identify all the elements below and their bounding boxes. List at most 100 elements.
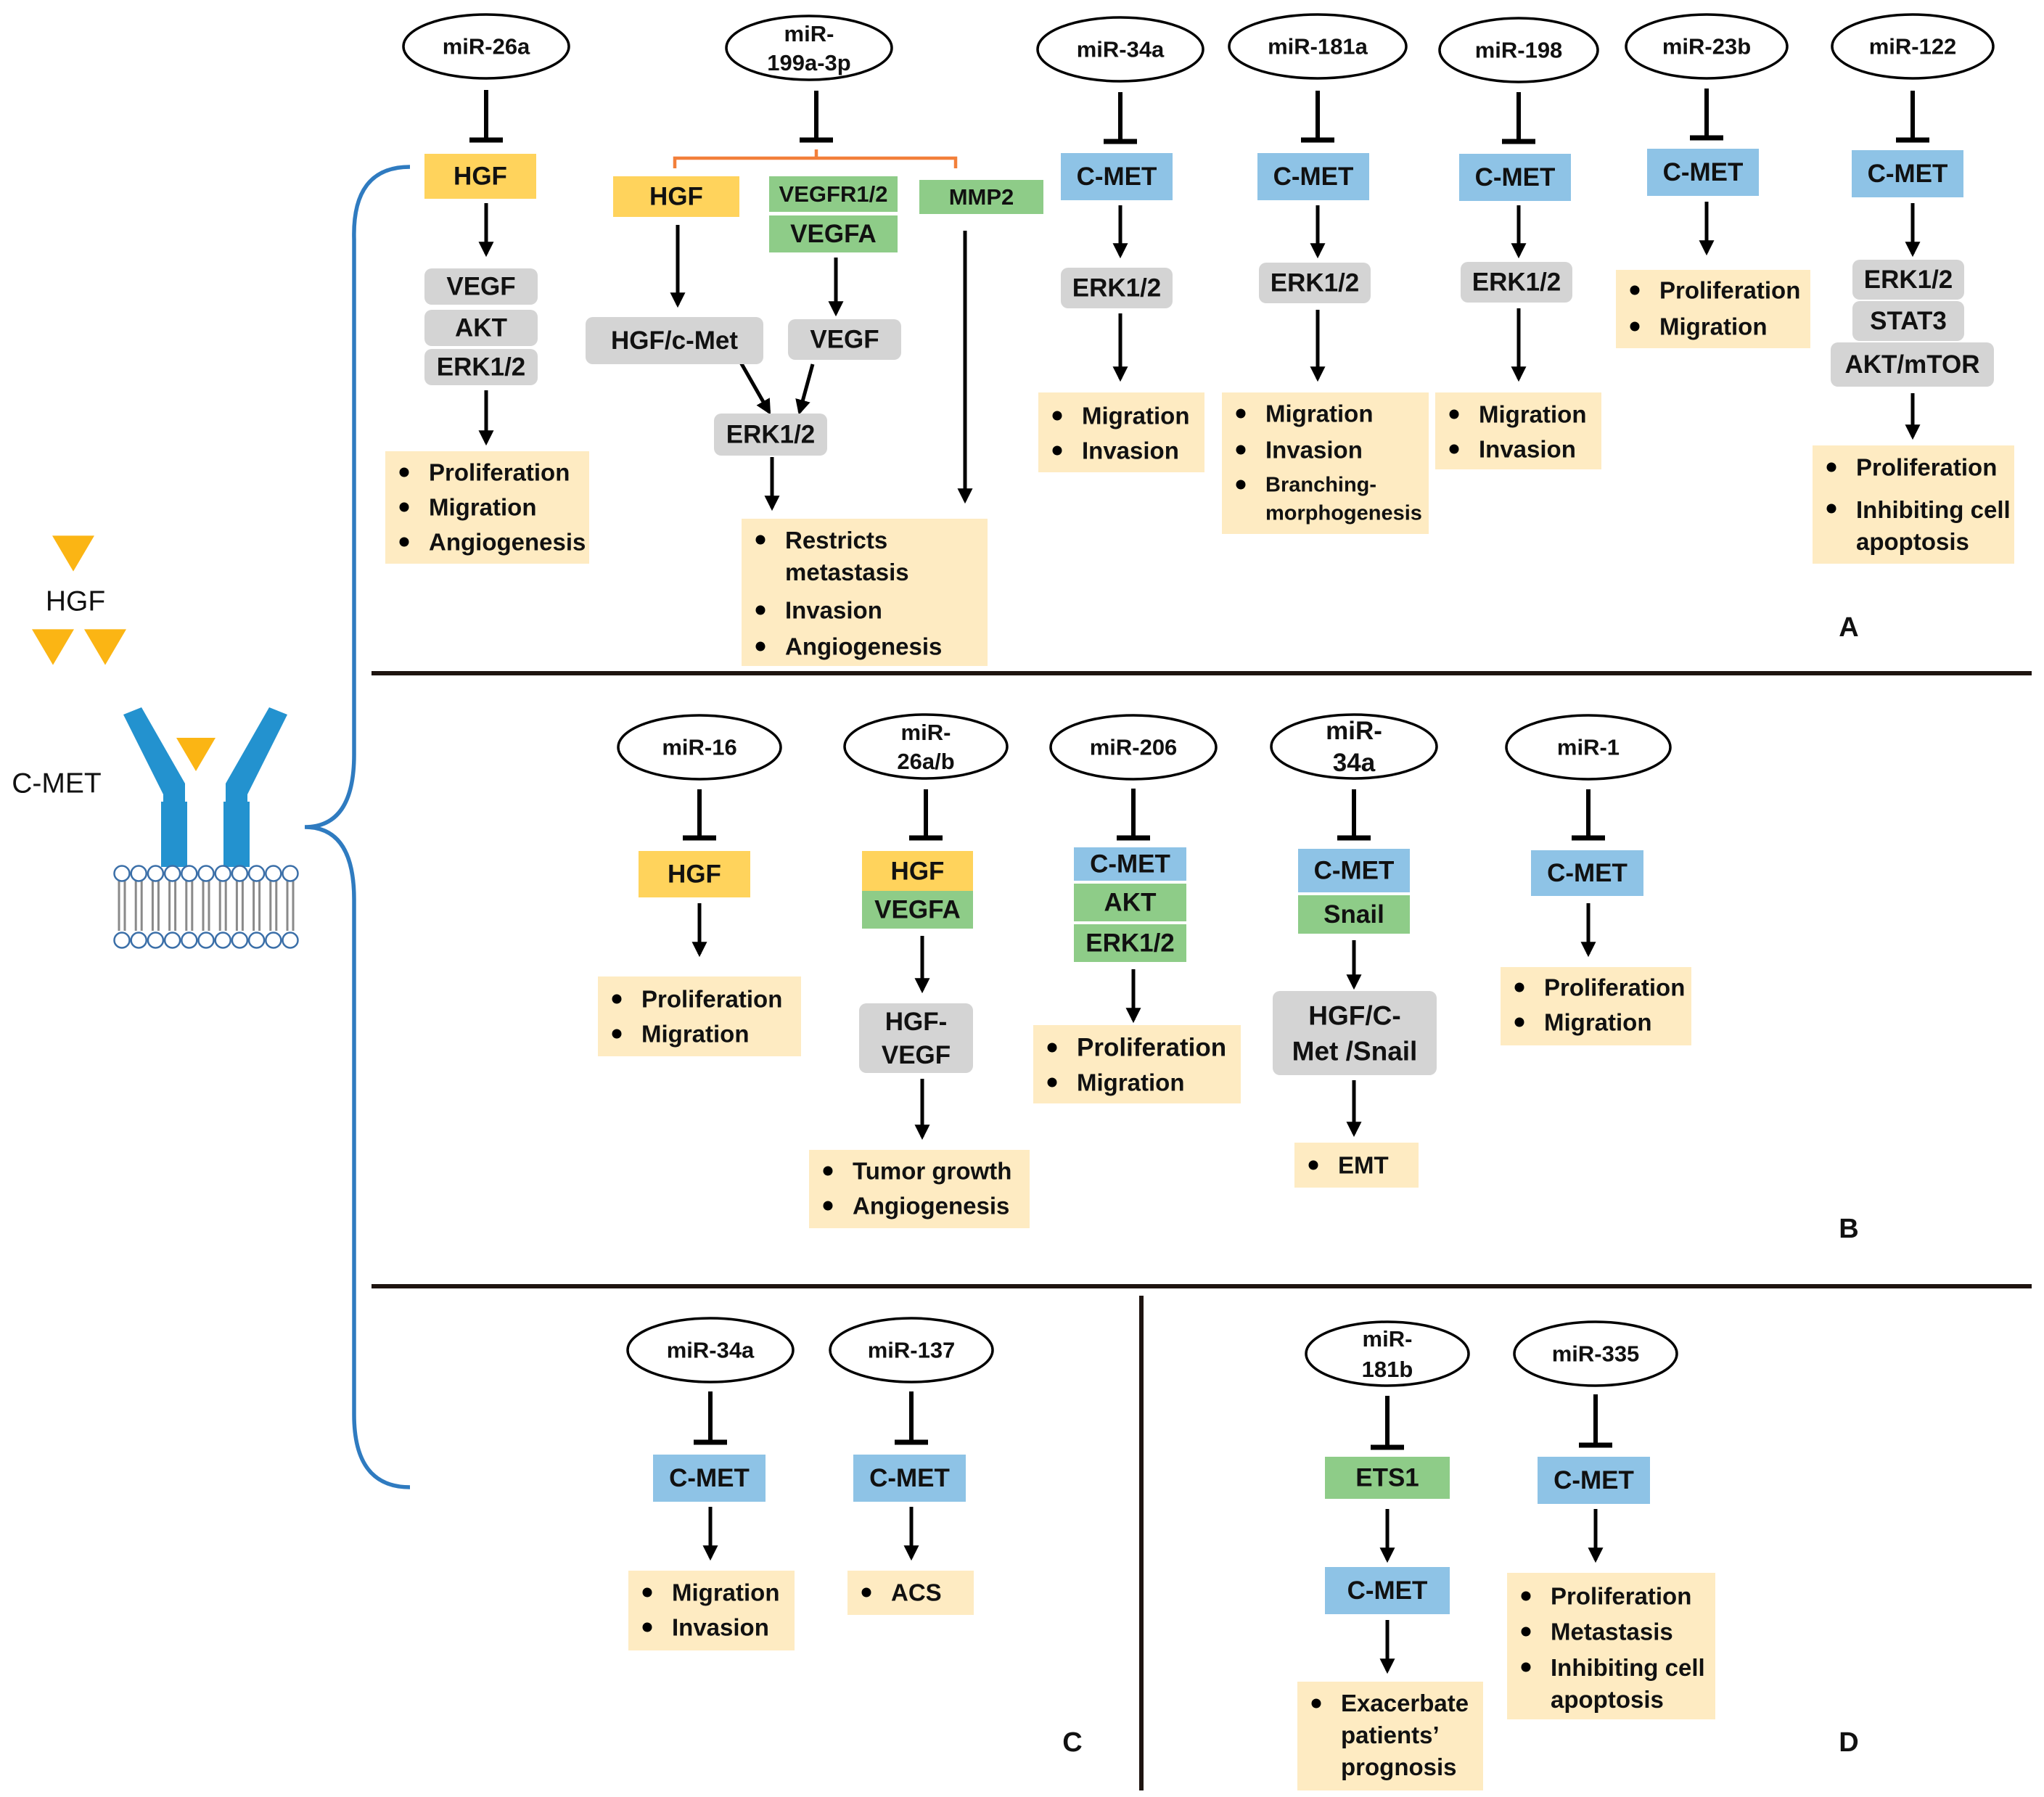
mirna-label: miR-206: [1090, 735, 1178, 760]
mmp2-label: MMP2: [949, 184, 1014, 210]
bullet-icon: [823, 1166, 833, 1176]
hgf-label: HGF: [453, 163, 507, 191]
mediator-box: [1852, 260, 1964, 300]
outcome-label: Migration: [1659, 313, 1767, 340]
outcome-label: Migration: [1082, 403, 1189, 429]
mediator-box: [424, 268, 538, 305]
outcome-box: [1616, 270, 1810, 348]
vegfa-label: VEGFA: [790, 220, 877, 248]
outcome-label: Invasion: [1265, 437, 1363, 464]
c-met-label: C-MET: [1273, 163, 1354, 191]
akt-label: AKT: [455, 314, 507, 342]
outcome-label: ACS: [891, 1579, 942, 1606]
outcome-label: Angiogenesis: [429, 529, 586, 556]
bullet-icon: [642, 1587, 652, 1597]
bullet-icon: [1521, 1662, 1531, 1672]
target-box: [424, 154, 536, 199]
vegf-label: VEGF: [810, 326, 879, 354]
mirna-label: miR-34a: [1326, 717, 1382, 777]
ets1-label: ETS1: [1355, 1464, 1419, 1492]
outcome-label: Migration: [429, 494, 536, 521]
bullet-icon: [1047, 1077, 1057, 1087]
bullet-icon: [1052, 411, 1062, 421]
bullet-icon: [1521, 1591, 1531, 1601]
akt-label: AKT: [1104, 889, 1157, 917]
outcome-box: [1435, 392, 1601, 469]
bullet-icon: [755, 605, 766, 615]
outcome-box: [1297, 1682, 1483, 1790]
c-met-label: C-MET: [1663, 158, 1744, 186]
outcome-label: Migration: [672, 1579, 779, 1606]
mirna-label: miR-34a: [667, 1338, 755, 1363]
bullet-icon: [1449, 444, 1459, 454]
outcome-label: Migration: [1479, 401, 1586, 428]
target-box: [862, 891, 973, 929]
outcome-label: Angiogenesis: [853, 1193, 1009, 1220]
bullet-icon: [1521, 1627, 1531, 1637]
mirna-oval: [1305, 1320, 1470, 1387]
mirna-oval: [617, 714, 782, 781]
hgf-ligand-icon: [52, 535, 94, 572]
mediator-box: [1273, 991, 1437, 1075]
outcome-label: Proliferation: [641, 986, 782, 1013]
target-box: [613, 176, 739, 217]
outcome-label: Proliferation: [1077, 1034, 1226, 1062]
bullet-icon: [755, 641, 766, 651]
target-box: [769, 176, 898, 212]
outcome-label: Proliferation: [1544, 974, 1685, 1001]
mirna-oval: [1036, 16, 1204, 83]
c-met-label: C-MET: [1547, 859, 1628, 887]
mediator-box: [586, 317, 763, 364]
snail-label: Snail: [1323, 900, 1384, 929]
mirna-oval: [1270, 713, 1438, 780]
outcome-box: [628, 1571, 795, 1650]
hgf-ligand-icon: [84, 629, 126, 665]
mediator-box: [1259, 263, 1371, 303]
split-connector: [673, 149, 958, 168]
mirna-label: miR-26a: [443, 34, 530, 59]
hgf-label: HGF: [891, 858, 945, 886]
bullet-icon: [399, 537, 409, 547]
outcome-box: [1033, 1025, 1241, 1103]
c-met-label: C-MET: [1077, 163, 1157, 191]
mediator-box: [424, 310, 538, 346]
cell-membrane-icon: [113, 865, 299, 949]
target-box: [1325, 1457, 1450, 1499]
mirna-oval: [1831, 13, 1995, 80]
target-box: [1298, 895, 1410, 934]
bullet-icon: [1630, 321, 1640, 332]
erk1-2-label: ERK1/2: [1271, 269, 1360, 297]
outcome-box: [598, 976, 801, 1056]
mirna-label: miR-181b: [1362, 1326, 1413, 1382]
outcome-box: [1038, 392, 1204, 472]
c-met-label: C-MET: [669, 1464, 750, 1492]
mirna-oval: [1438, 17, 1599, 83]
hgf-c-met-label: HGF/c-Met: [611, 326, 738, 355]
outcome-label: Proliferation: [1551, 1583, 1691, 1610]
erk1-2-label: ERK1/2: [1472, 268, 1561, 297]
hgf-ligand-icon: [176, 738, 216, 771]
c-met-receptor-icon: [223, 802, 250, 867]
bullet-icon: [1047, 1043, 1057, 1053]
target-box: [1257, 153, 1369, 200]
target-box: [1852, 150, 1963, 197]
mirna-oval: [843, 713, 1009, 780]
erk1-2-label: ERK1/2: [437, 353, 526, 382]
bullet-icon: [1236, 480, 1246, 490]
c-met-label: C-MET: [12, 768, 101, 799]
target-box: [1061, 153, 1173, 200]
mirna-oval: [1228, 13, 1408, 80]
bullet-icon: [399, 502, 409, 512]
outcome-label: Invasion: [1082, 437, 1179, 464]
bullet-icon: [399, 467, 409, 477]
mirna-label: miR-335: [1552, 1341, 1640, 1367]
mirna-label: miR-198: [1475, 38, 1563, 63]
vegf-label: VEGF: [446, 273, 515, 301]
hgf-label: HGF: [668, 860, 721, 889]
target-box: [853, 1455, 966, 1502]
mirna-oval: [1505, 714, 1672, 781]
